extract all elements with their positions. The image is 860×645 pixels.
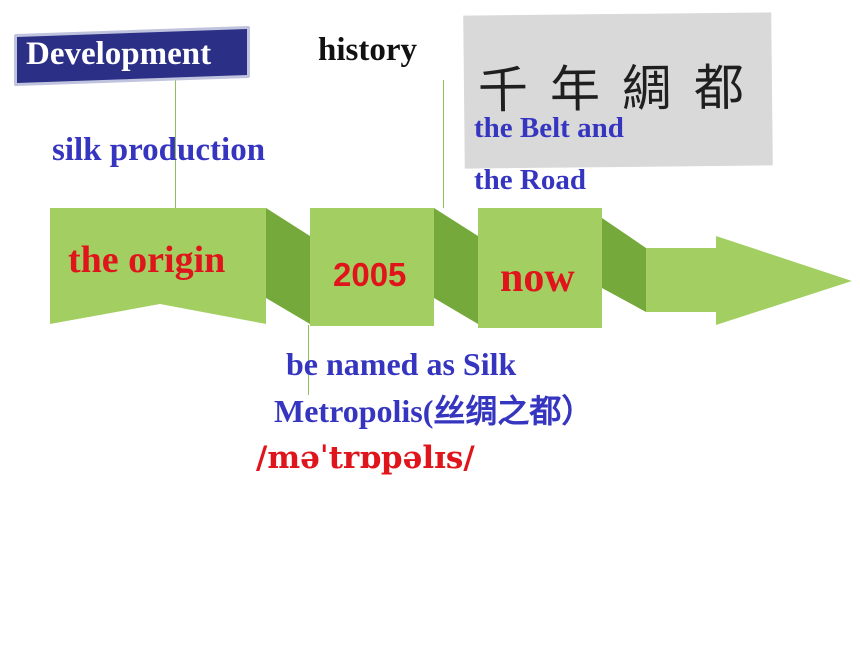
fold-2 bbox=[434, 208, 478, 324]
silk-production-label: silk production bbox=[52, 132, 266, 168]
calligraphy-strokes: 千年綢都 bbox=[478, 58, 767, 119]
panel-origin bbox=[50, 208, 266, 324]
panel-2005 bbox=[310, 208, 434, 326]
connector-line-development bbox=[175, 80, 176, 208]
development-label: Development bbox=[26, 36, 212, 72]
calligraphy-image: 千年綢都 bbox=[463, 12, 773, 169]
arrow-head bbox=[646, 236, 852, 325]
connector-line-belt bbox=[443, 80, 444, 208]
now-label: now bbox=[500, 255, 575, 301]
calligraphy-text: 千年綢都 bbox=[478, 58, 767, 119]
belt-road-label-line1: the Belt and bbox=[474, 112, 624, 144]
connector-line-2005 bbox=[308, 325, 309, 395]
year-label: 2005 bbox=[333, 256, 407, 293]
fold-1 bbox=[266, 208, 310, 324]
panel-now bbox=[478, 208, 602, 328]
named-label-line1: be named as Silk bbox=[286, 346, 517, 382]
named-label-line2: Metropolis(丝绸之都） bbox=[274, 393, 594, 429]
origin-label: the origin bbox=[68, 239, 226, 281]
belt-road-label-line2: the Road bbox=[474, 164, 586, 196]
fold-3 bbox=[602, 218, 646, 312]
history-title: history bbox=[318, 32, 417, 68]
phonetic-transcription: /məˈtrɒpəlɪs/ bbox=[256, 440, 475, 476]
